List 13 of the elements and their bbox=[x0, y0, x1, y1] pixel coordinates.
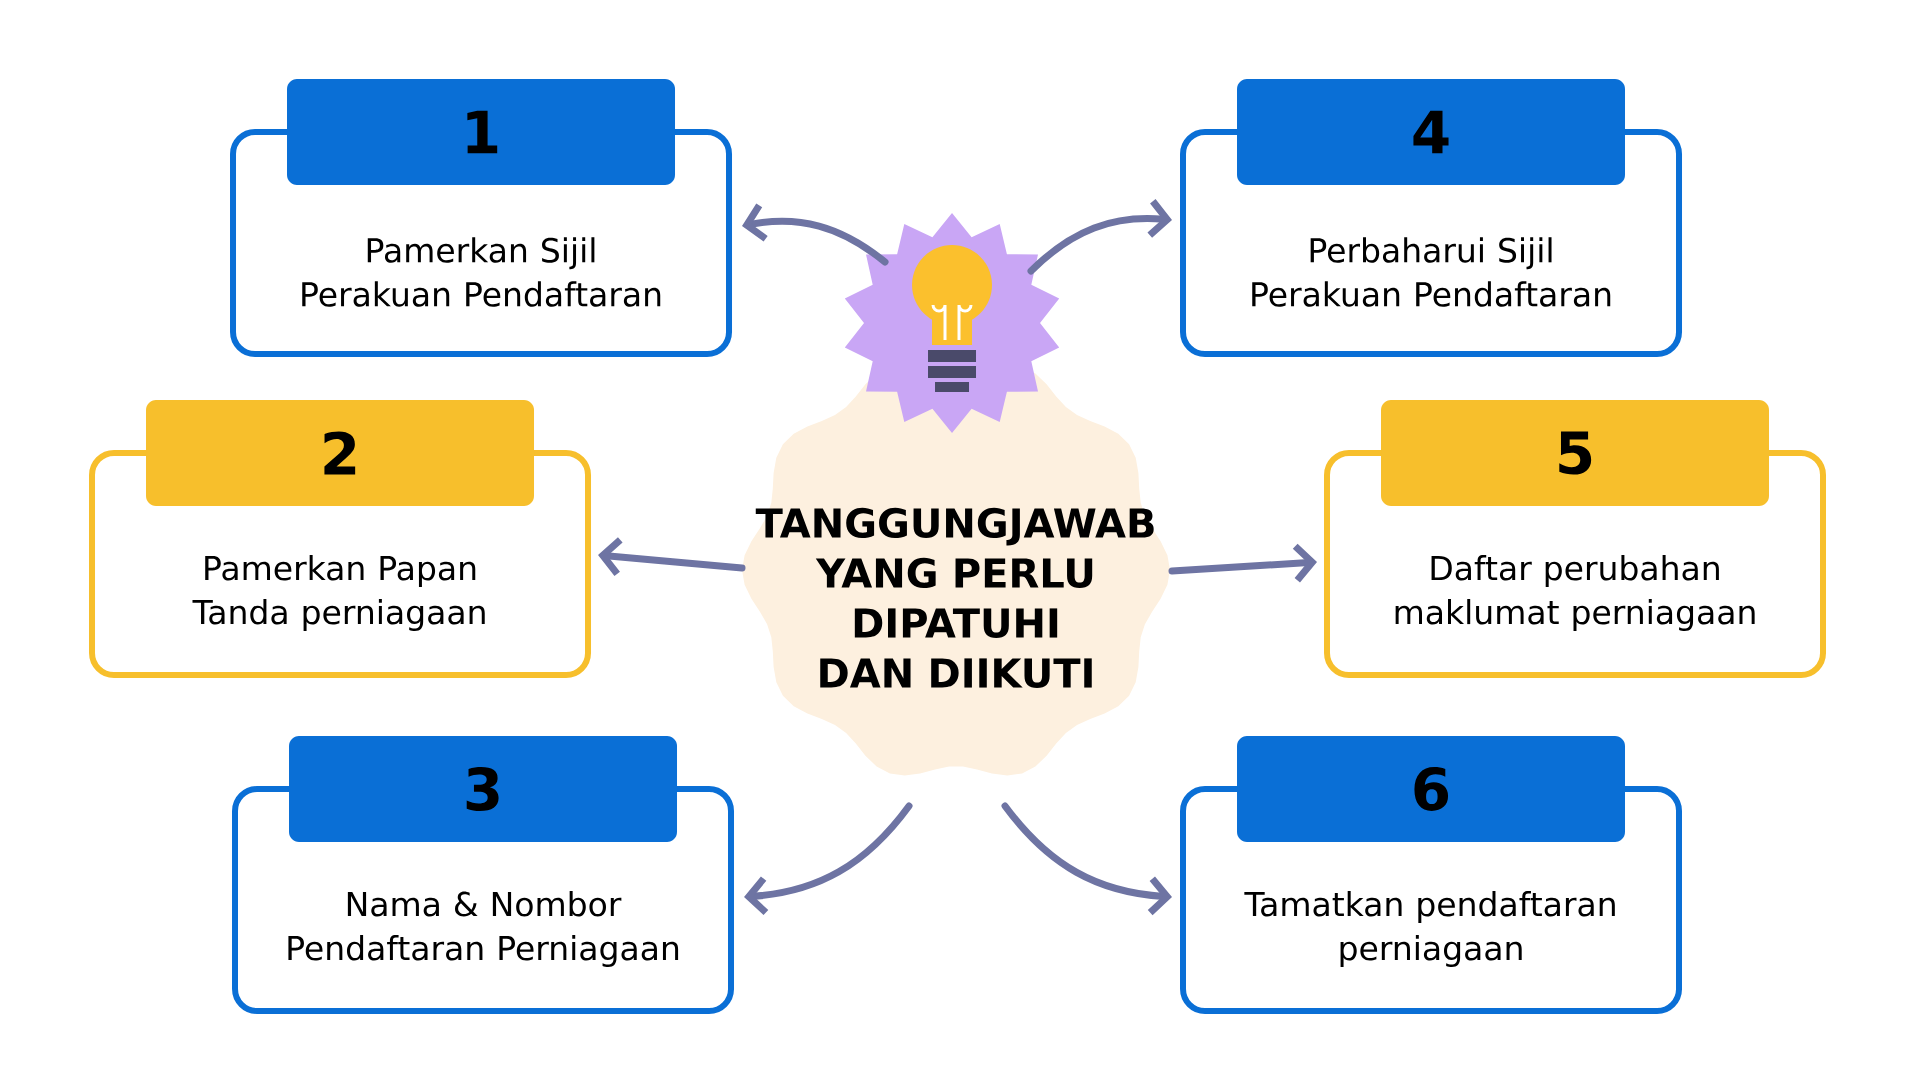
arrow bbox=[598, 537, 746, 576]
number-tab: 1 bbox=[287, 79, 675, 185]
number-tab: 2 bbox=[146, 400, 534, 506]
arrow bbox=[742, 203, 889, 266]
number-tab: 4 bbox=[1237, 79, 1625, 185]
number-tab: 5 bbox=[1381, 400, 1769, 506]
arrow bbox=[744, 802, 913, 916]
arrow bbox=[1168, 543, 1317, 583]
title-text: TANGGUNGJAWAB YANG PERLU DIPATUHI DAN DIIKUTI bbox=[755, 507, 1154, 689]
number-tab: 6 bbox=[1237, 736, 1625, 842]
number-tab: 3 bbox=[289, 736, 677, 842]
arrow bbox=[1027, 199, 1172, 275]
arrow bbox=[1001, 802, 1172, 916]
